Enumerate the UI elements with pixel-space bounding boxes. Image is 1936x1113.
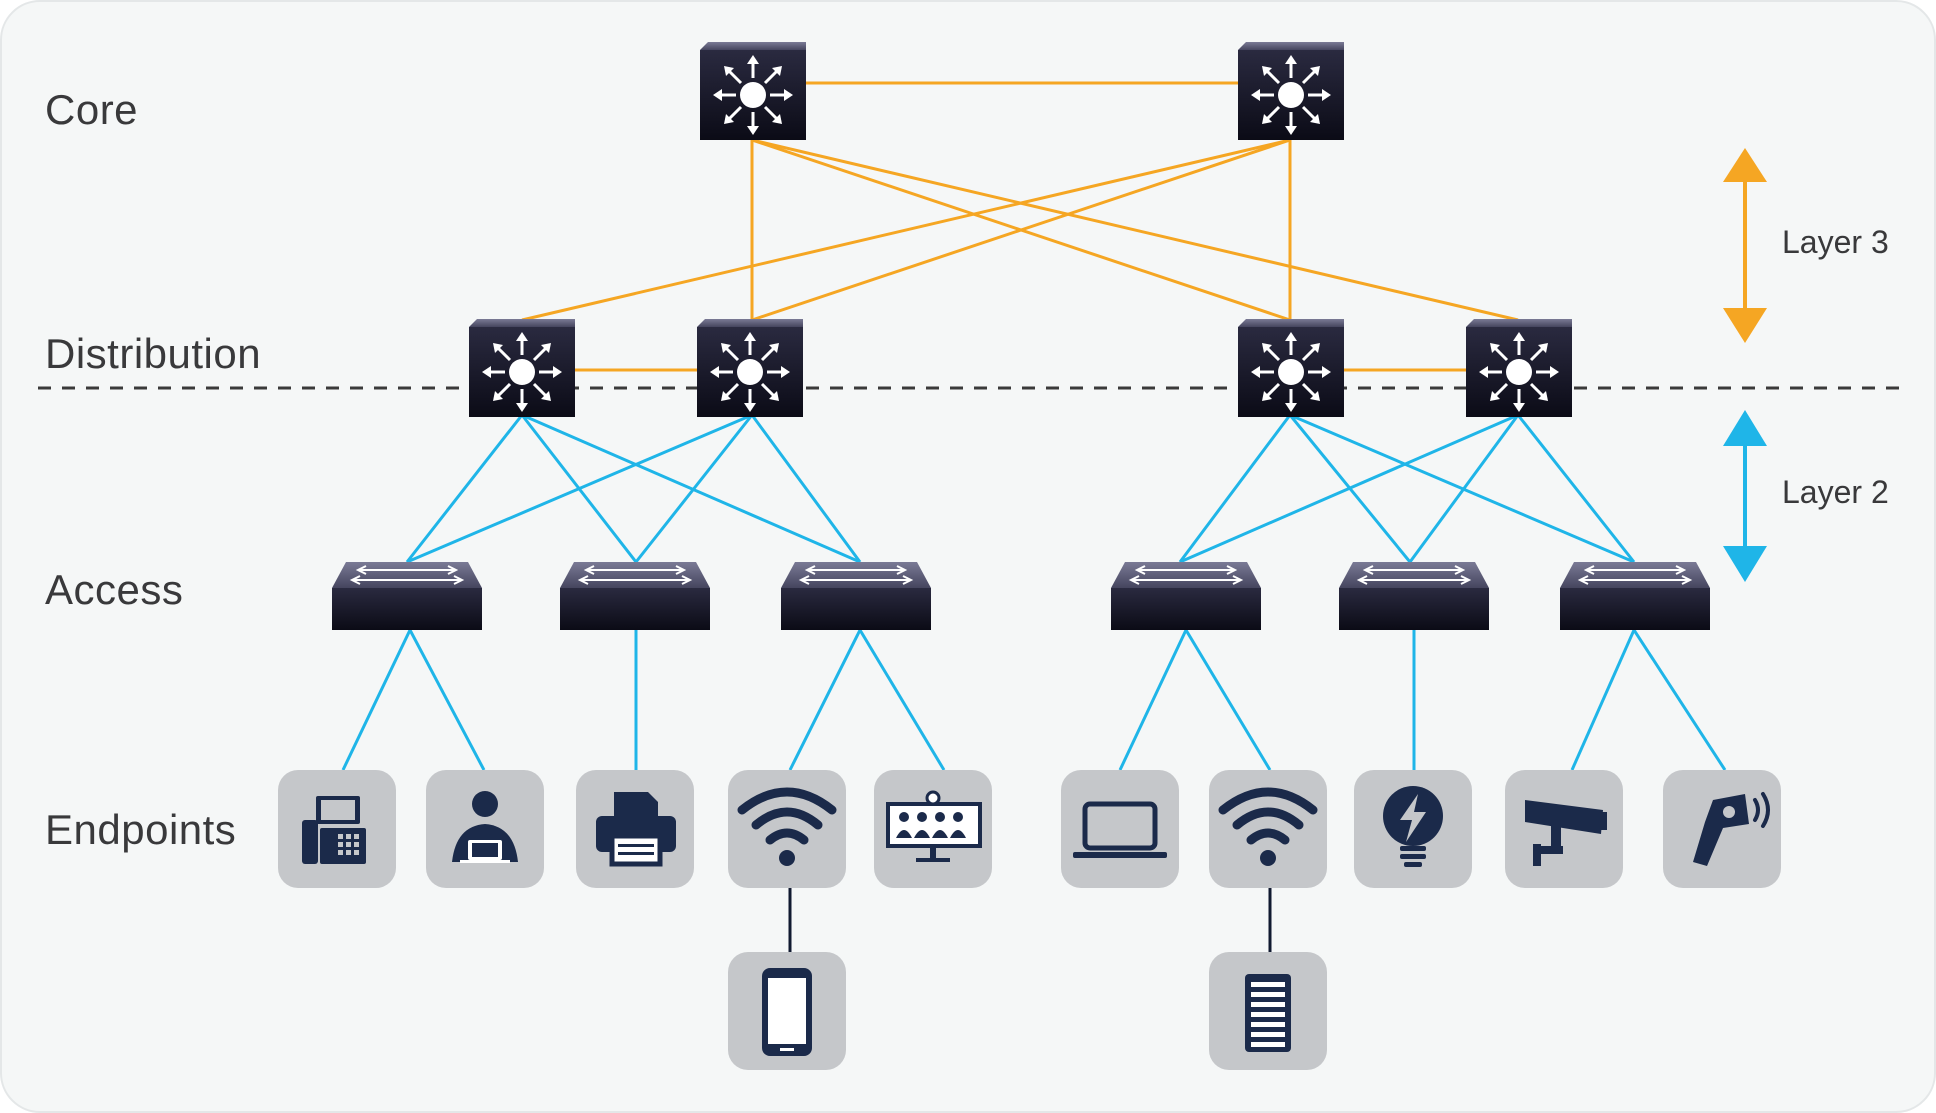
link-core2-dist2: [751, 138, 1291, 322]
router-icon: [480, 330, 564, 414]
switch-arrows-icon: [1356, 565, 1472, 585]
link-acc4-wifi: [1184, 629, 1272, 771]
endpoint-tile: [278, 770, 396, 888]
mobile-phone-icon: [762, 968, 812, 1056]
layer2-arrow: [1723, 410, 1767, 582]
link-acc4-laptop: [1118, 629, 1188, 771]
distribution-switch-4: [1466, 319, 1572, 417]
endpoint-tile: [1663, 770, 1781, 888]
router-icon: [708, 330, 792, 414]
link-acc1-user: [408, 629, 486, 771]
layer3-label: Layer 3: [1782, 224, 1889, 260]
endpoint-tile: [576, 770, 694, 888]
endpoint-devices: [278, 770, 1781, 1070]
layer2-label: Layer 2: [1782, 474, 1889, 510]
endpoint-tile: [1209, 770, 1327, 888]
link-dist3-acc4: [1178, 414, 1292, 563]
distribution-switch-2: [697, 319, 803, 417]
server-icon: [1245, 974, 1291, 1052]
distribution-switch-3: [1238, 319, 1344, 417]
link-dist2-acc2: [634, 414, 754, 563]
layer3-links: [521, 81, 1519, 372]
switch-arrows-icon: [1128, 565, 1244, 585]
endpoint-tile: [426, 770, 544, 888]
link-core1-dist4: [751, 138, 1519, 322]
tier-label-distribution: Distribution: [45, 330, 262, 377]
tier-label-core: Core: [45, 86, 139, 133]
access-switch-4: [1111, 562, 1261, 630]
video-conference-icon: [886, 790, 982, 862]
link-dist2-acc1: [406, 413, 753, 564]
tier-label-access: Access: [45, 566, 184, 613]
wireless-client-links: [788, 885, 1272, 952]
link-dist1-acc3: [521, 413, 861, 564]
switch-arrows-icon: [1577, 565, 1693, 585]
core-switch-2: [1238, 42, 1344, 140]
security-camera-icon: [1525, 800, 1607, 866]
endpoint-tile: [1354, 770, 1472, 888]
switch-arrows-icon: [577, 565, 693, 585]
link-dist1-acc1: [405, 414, 524, 563]
access-switch-6: [1560, 562, 1710, 630]
smart-bulb-icon: [1383, 786, 1443, 867]
access-switch-3: [781, 562, 931, 630]
switch-arrows-icon: [349, 565, 465, 585]
endpoint-tile: [728, 952, 846, 1070]
layer3-arrow: [1723, 148, 1767, 343]
link-acc3-wifi: [788, 629, 862, 771]
endpoint-tile: [1505, 770, 1623, 888]
endpoint-tile: [1209, 952, 1327, 1070]
switch-arrows-icon: [798, 565, 914, 585]
router-icon: [1249, 53, 1333, 137]
link-dist4-acc5: [1408, 414, 1520, 563]
link-acc6-scanner: [1632, 629, 1727, 771]
user-laptop-icon: [452, 791, 518, 863]
laptop-icon: [1073, 801, 1167, 858]
link-dist4-acc4: [1179, 413, 1519, 564]
wifi-access-point-icon: [737, 787, 837, 866]
tier-label-endpoints: Endpoints: [45, 806, 237, 853]
router-icon: [711, 53, 795, 137]
link-dist2-acc3: [750, 414, 862, 563]
access-switch-1: [332, 562, 482, 630]
endpoint-tile: [728, 770, 846, 888]
barcode-scanner-icon: [1693, 792, 1770, 866]
link-acc3-video: [858, 629, 946, 771]
core-switch-1: [700, 42, 806, 140]
link-acc1-phone: [341, 629, 412, 771]
router-icon: [1477, 330, 1561, 414]
link-core2-dist1: [521, 138, 1291, 322]
layer2-links: [341, 413, 1727, 771]
link-dist4-acc6: [1516, 414, 1636, 563]
router-icon: [1249, 330, 1333, 414]
ip-phone-icon: [302, 796, 366, 864]
endpoint-tile: [874, 770, 992, 888]
wifi-access-point-icon: [1218, 787, 1318, 866]
access-switch-5: [1339, 562, 1489, 630]
distribution-switch-1: [469, 319, 575, 417]
access-switch-2: [560, 562, 710, 630]
printer-icon: [596, 792, 676, 867]
link-dist3-acc6: [1289, 413, 1635, 564]
access-switches: [332, 562, 1710, 630]
endpoint-tile: [1061, 770, 1179, 888]
link-acc6-camera: [1570, 629, 1636, 771]
